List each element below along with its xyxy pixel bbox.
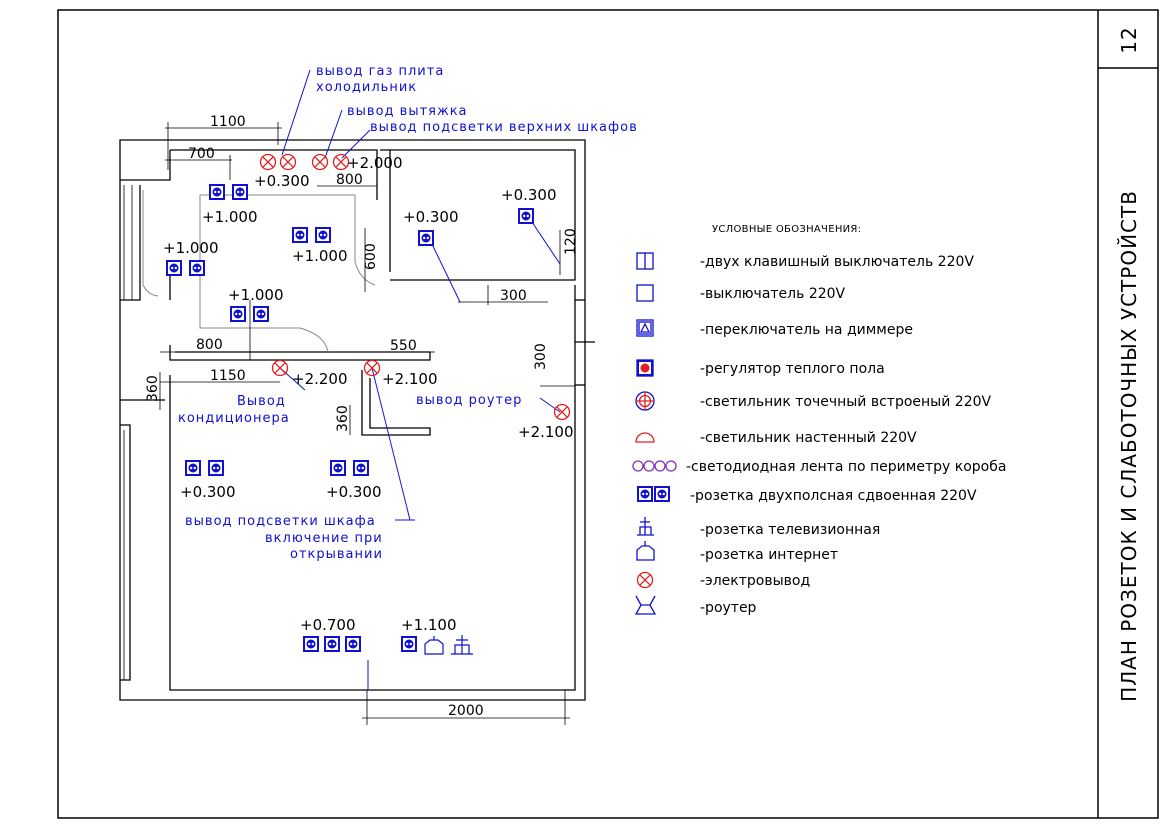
height-room-left: +0.300 [180,483,236,501]
dim-700: 700 [188,146,215,162]
dim-120: 120 [563,228,579,255]
legend-label: -светильник точечный встроеный 220V [700,394,992,410]
legend-label: -роутер [700,600,757,616]
double-switch-icon [636,252,654,270]
legend-label: -розетка телевизионная [700,522,880,538]
height-bottom-sockets: +0.700 [300,616,356,634]
note-gas: вывод газ плита [316,64,444,79]
dim-2000: 2000 [448,703,484,719]
dim-360-left: 360 [145,375,161,402]
sheet-number: 12 [1117,26,1141,53]
sheet-frame [57,9,1159,819]
legend-label: -светильник настенный 220V [700,430,917,446]
dim-1150: 1150 [210,368,246,384]
furniture-outlines [142,190,376,353]
floor-heating-regulator-icon [636,359,654,377]
tv-socket-icon [637,517,654,536]
height-bath-1: +0.300 [403,208,459,226]
legend-label: -розетка интернет [700,547,838,563]
dim-600: 600 [363,243,379,270]
legend-label: -двух клавишный выключатель 220V [700,254,974,270]
legend-label: -светодиодная лента по периметру короба [686,459,1006,475]
internet-socket-icon [636,541,655,561]
note-cabinet-3: открывании [290,547,383,562]
bottom-low-voltage-sockets [424,635,473,655]
height-bottom-tv: +1.100 [401,616,457,634]
height-gas: +0.300 [254,172,310,190]
window-openings [123,185,133,680]
leader-lines [279,69,561,690]
led-strip-icon [632,460,677,472]
dimension-lines [159,122,575,725]
wall-lamp-icon [635,432,655,443]
height-router: +2.100 [518,423,574,441]
note-cabinet-2: включение при [265,531,383,546]
legend-icons-sockets [636,486,670,589]
dim-800-left: 800 [196,337,223,353]
height-hood: +2.000 [347,154,403,172]
legend-label: -выключатель 220V [700,286,846,302]
note-upper-lights: вывод подсветки верхних шкафов [370,120,638,135]
note-ac-1: Вывод [237,394,286,409]
dim-550: 550 [390,338,417,354]
legend-label: -регулятор теплого пола [700,361,885,377]
note-ac-2: кондиционера [178,411,290,426]
router-icon [634,595,657,615]
height-kitchen-socket-2: +1.000 [292,247,348,265]
dim-360-inner: 360 [335,405,351,432]
switch-icon [636,284,654,302]
note-hood: вывод вытяжка [347,104,468,119]
dim-800-top: 800 [336,172,363,188]
legend-title: УСЛОВНЫЕ ОБОЗНАЧЕНИЯ: [712,224,861,235]
height-left-socket: +1.000 [163,239,219,257]
height-ac: +2.200 [292,370,348,388]
dim-300-bath: 300 [500,288,527,304]
note-router: вывод роутер [416,393,522,408]
height-cabinet: +2.100 [382,370,438,388]
height-room-mid: +0.300 [326,483,382,501]
legend-label: -розетка двухполсная сдвоенная 220V [690,488,977,504]
sheet-title: ПЛАН РОЗЕТОК И СЛАБОТОЧНЫХ УСТРОЙСТВ [1117,190,1141,702]
dim-1100: 1100 [210,114,246,130]
dim-300-right: 300 [533,343,549,370]
height-mid-socket: +1.000 [228,286,284,304]
note-cabinet-1: вывод подсветки шкафа [185,514,376,529]
legend-label: -электровывод [700,573,810,589]
spotlight-icon [635,391,655,411]
height-kitchen-socket: +1.000 [202,208,258,226]
dimmer-switch-icon [636,319,654,337]
height-bath-2: +0.300 [501,186,557,204]
legend-icons [632,252,677,615]
note-fridge: холодильник [316,80,417,95]
legend-label: -переключатель на диммере [700,322,913,338]
floor-plan-walls [119,139,595,701]
